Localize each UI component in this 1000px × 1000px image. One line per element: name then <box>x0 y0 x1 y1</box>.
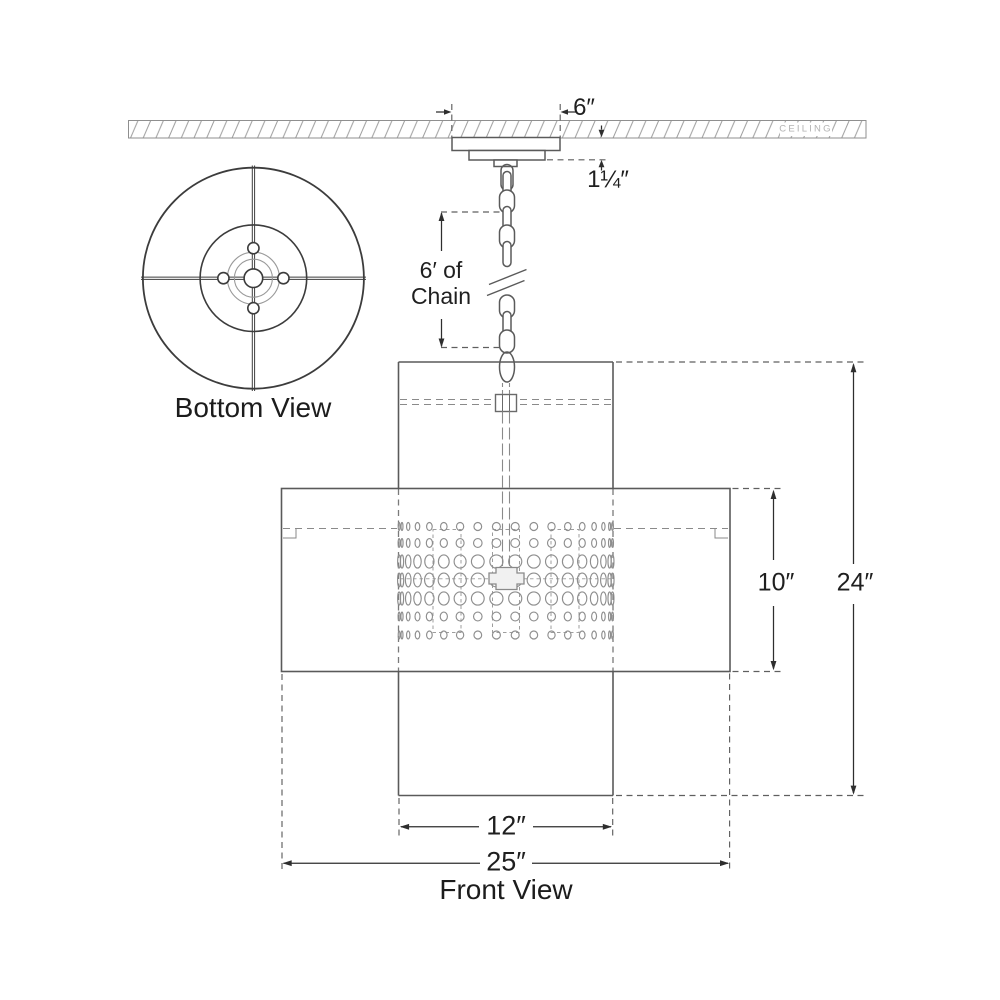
spider-and-stem <box>400 383 612 566</box>
front-view-title: Front View <box>439 873 573 905</box>
dimension-outer-height <box>732 487 784 673</box>
mesh-hub <box>488 566 525 591</box>
dim-inner-width-label: 12″ <box>486 810 526 840</box>
dimension-canopy-drop <box>547 125 610 171</box>
bolt-circle <box>246 241 260 255</box>
chain-length-line1: 6′ of <box>419 257 463 283</box>
dimension-outer-width <box>281 673 731 872</box>
inner-shade <box>397 361 614 797</box>
dimension-inner-width <box>398 798 614 837</box>
chain-break-icon <box>486 268 527 297</box>
ceiling-label: CEILING <box>779 123 833 135</box>
chain-length-label: 6′ of Chain <box>411 257 471 309</box>
bottom-view-drawing <box>141 165 366 391</box>
mesh-perforations <box>397 521 615 640</box>
hub-circle <box>243 268 264 289</box>
bolt-circle <box>216 271 230 285</box>
dim-canopy-drop-label: 1¼″ <box>587 166 629 193</box>
dim-outer-width-label: 25″ <box>486 846 526 877</box>
ceiling-label-knockout <box>780 122 832 136</box>
ceiling-band <box>128 120 867 139</box>
dim-canopy-width-label: 6″ <box>573 94 595 121</box>
outer-shade <box>280 487 731 673</box>
bolt-circle <box>246 301 260 315</box>
bottom-view-title: Bottom View <box>174 391 332 423</box>
chain-links <box>498 170 516 354</box>
dimension-canopy-width <box>436 104 576 137</box>
chain-length-line2: Chain <box>410 283 472 309</box>
dimension-chain-length <box>438 211 502 349</box>
mesh <box>397 521 615 640</box>
chain <box>486 170 527 383</box>
canopy <box>451 136 561 192</box>
bolt-circle <box>276 271 290 285</box>
dim-overall-height-label: 24″ <box>836 568 874 596</box>
stem-connector <box>494 393 518 413</box>
dimension-overall-height <box>616 361 864 797</box>
chain-bottom-loop <box>498 351 516 383</box>
dim-outer-height-label: 10″ <box>757 568 795 596</box>
